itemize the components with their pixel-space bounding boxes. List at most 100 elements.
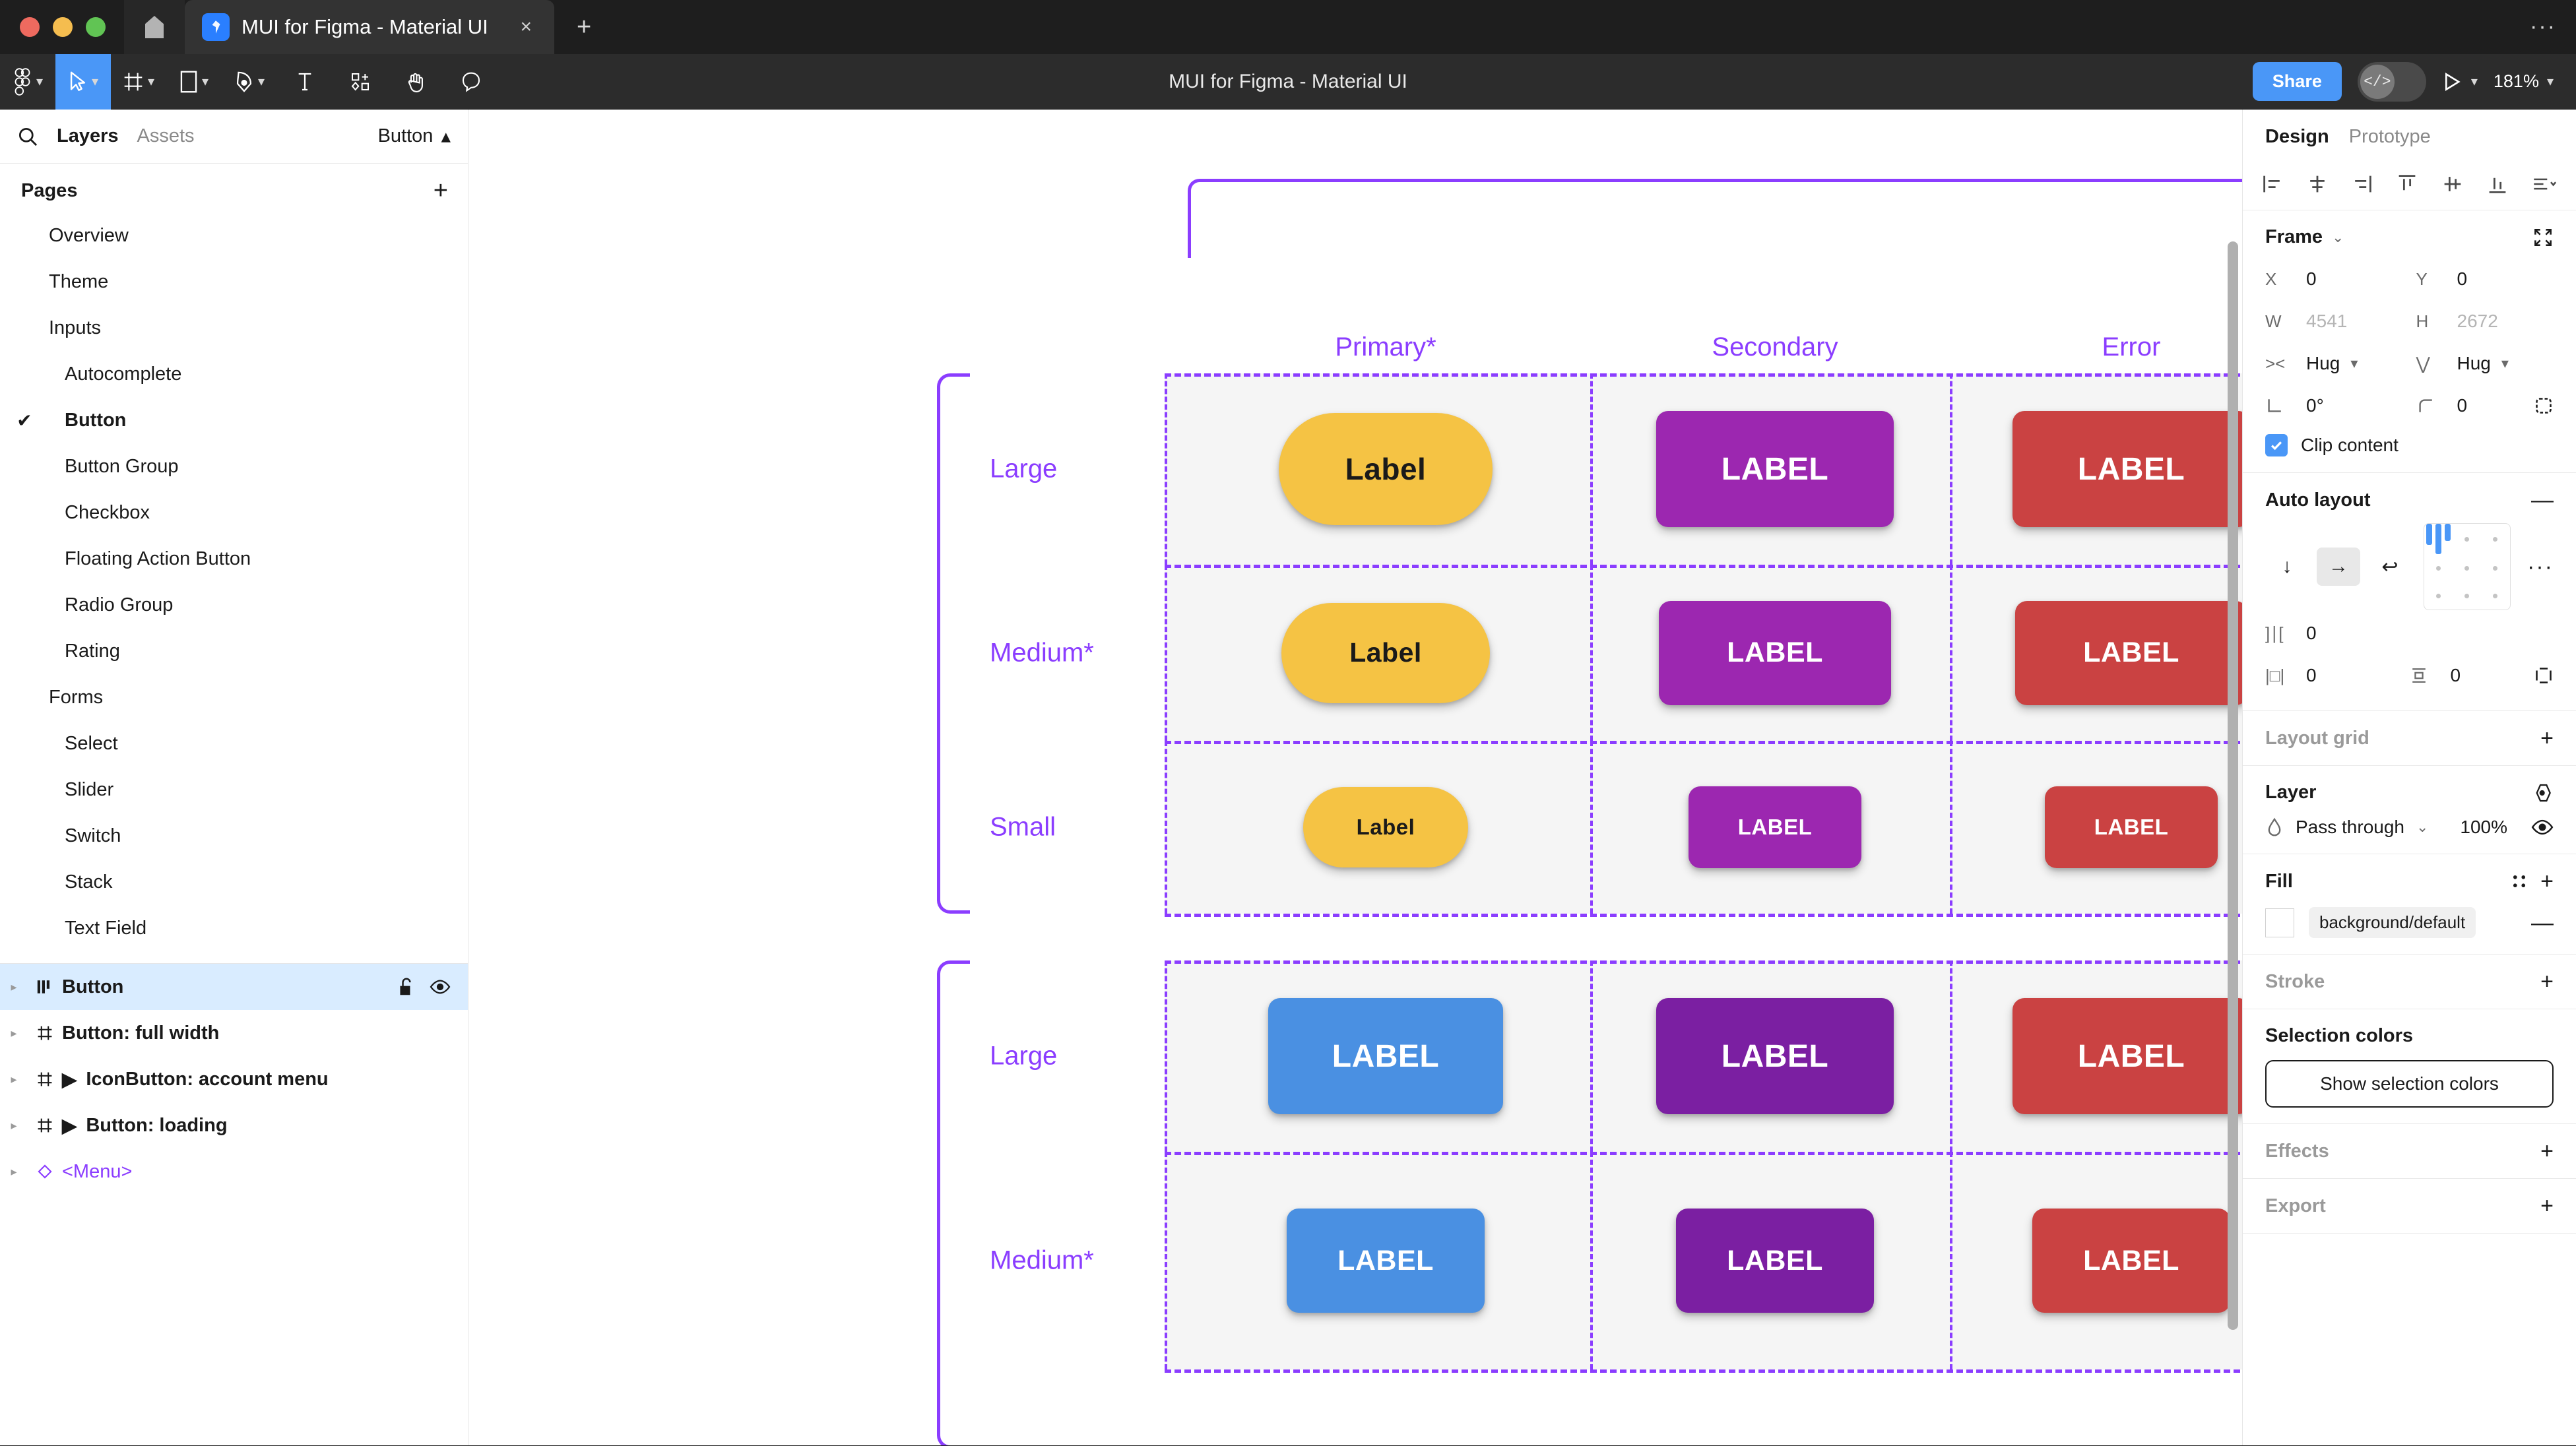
clip-content-checkbox[interactable] (2265, 434, 2288, 456)
page-item-autocomplete[interactable]: Autocomplete (0, 351, 468, 397)
preview-button[interactable]: LABEL (1659, 600, 1891, 705)
align-horizontal-center-icon[interactable] (2306, 173, 2329, 195)
layer-disclosure-icon[interactable]: ▸ (11, 980, 17, 993)
shape-tool-icon[interactable]: ▾ (166, 54, 222, 110)
comment-tool-icon[interactable] (443, 54, 499, 110)
chevron-down-icon[interactable]: ▾ (2350, 355, 2358, 371)
horizontal-resizing-field[interactable]: >< Hug ▾ (2265, 344, 2403, 383)
layer-disclosure-icon[interactable]: ▸ (11, 1118, 17, 1132)
figma-canvas[interactable]: ContainedPrimary*SecondaryErrorWarningLa… (468, 110, 2242, 1445)
alignment-middle-left[interactable] (2435, 565, 2441, 571)
align-left-icon[interactable] (2261, 173, 2284, 195)
page-item-button[interactable]: ✔Button (0, 397, 468, 443)
alignment-middle-right[interactable] (2493, 565, 2498, 571)
show-selection-colors-button[interactable]: Show selection colors (2265, 1060, 2554, 1108)
individual-padding-icon[interactable] (2534, 666, 2554, 685)
align-bottom-icon[interactable] (2486, 173, 2509, 195)
layer-disclosure-icon[interactable]: ▸ (11, 1026, 17, 1040)
y-field[interactable]: Y 0 (2416, 260, 2554, 298)
resize-to-fit-icon[interactable] (2532, 227, 2554, 248)
page-item-slider[interactable]: Slider (0, 767, 468, 813)
add-effect-button[interactable]: + (2540, 1139, 2554, 1164)
canvas-vertical-scrollbar[interactable] (2228, 241, 2238, 1330)
chevron-down-icon[interactable]: ▾ (91, 74, 99, 89)
preview-button[interactable]: Label (1303, 787, 1468, 867)
preview-button[interactable]: LABEL (2015, 600, 2242, 705)
layer-row[interactable]: ▸▶IconButton: account menu (0, 1056, 468, 1102)
preview-button[interactable]: Label (1281, 602, 1490, 703)
distribute-icon[interactable] (2531, 173, 2558, 195)
horizontal-padding-field[interactable]: |□| 0 (2265, 656, 2410, 695)
alignment-bottom-center[interactable] (2464, 593, 2469, 598)
align-top-icon[interactable] (2396, 173, 2418, 195)
unlock-icon[interactable] (398, 977, 415, 997)
dev-mode-toggle[interactable]: </> (2357, 61, 2426, 102)
auto-layout-more-options[interactable]: ··· (2527, 553, 2554, 579)
preview-button[interactable]: LABEL (1268, 998, 1503, 1114)
preview-button[interactable]: LABEL (2012, 998, 2242, 1114)
browser-tab[interactable]: MUI for Figma - Material UI × (185, 0, 554, 54)
chevron-down-icon[interactable]: ⌄ (2416, 819, 2429, 835)
alignment-middle-center[interactable] (2464, 565, 2469, 571)
page-item-overview[interactable]: Overview (0, 212, 468, 259)
close-window-button[interactable] (20, 17, 40, 37)
preview-button[interactable]: LABEL (2012, 411, 2242, 527)
independent-corners-icon[interactable] (2534, 396, 2554, 416)
preview-button[interactable]: LABEL (1676, 1209, 1874, 1313)
page-item-button-group[interactable]: Button Group (0, 443, 468, 489)
height-field[interactable]: H 2672 (2416, 302, 2554, 340)
layer-visibility-icon[interactable] (2531, 819, 2554, 836)
vertical-resizing-field[interactable]: ⋁ Hug ▾ (2416, 344, 2554, 383)
chevron-down-icon[interactable]: ⌄ (2332, 228, 2344, 245)
remove-auto-layout-button[interactable]: — (2531, 487, 2554, 513)
chevron-down-icon[interactable]: ▾ (36, 74, 44, 89)
alignment-top-right[interactable] (2493, 536, 2498, 542)
preview-button[interactable]: LABEL (1656, 998, 1894, 1114)
align-vertical-center-icon[interactable] (2441, 173, 2464, 195)
preview-button[interactable]: LABEL (2045, 786, 2218, 868)
preview-button[interactable]: Label (1279, 413, 1493, 525)
clip-content-row[interactable]: Clip content (2265, 434, 2554, 456)
page-item-forms[interactable]: Forms (0, 674, 468, 720)
home-button[interactable] (124, 0, 185, 54)
alignment-bottom-left[interactable] (2435, 593, 2441, 598)
tab-design[interactable]: Design (2265, 125, 2329, 147)
blend-mode-value[interactable]: Pass through (2296, 817, 2404, 837)
text-tool-icon[interactable] (277, 54, 333, 110)
page-item-stack[interactable]: Stack (0, 859, 468, 905)
layer-row[interactable]: ▸<Menu> (0, 1148, 468, 1195)
alignment-top-left[interactable] (2426, 524, 2451, 554)
add-stroke-button[interactable]: + (2540, 969, 2554, 994)
page-item-floating-action-button[interactable]: Floating Action Button (0, 536, 468, 582)
present-button[interactable]: ▾ (2442, 71, 2478, 92)
layer-settings-icon[interactable] (2532, 783, 2554, 803)
preview-button[interactable]: LABEL (1287, 1209, 1485, 1313)
layer-row[interactable]: ▸Button (0, 964, 468, 1010)
layer-row[interactable]: ▸Button: full width (0, 1010, 468, 1056)
close-tab-icon[interactable]: × (520, 16, 532, 38)
page-item-rating[interactable]: Rating (0, 628, 468, 674)
window-controls[interactable] (0, 17, 124, 54)
layer-disclosure-icon[interactable]: ▸ (11, 1072, 17, 1086)
tab-layers[interactable]: Layers (57, 125, 119, 146)
rotation-field[interactable]: 0° (2265, 387, 2403, 425)
align-right-icon[interactable] (2351, 173, 2373, 195)
page-item-switch[interactable]: Switch (0, 813, 468, 859)
page-item-inputs[interactable]: Inputs (0, 305, 468, 351)
chevron-down-icon[interactable]: ▾ (2546, 74, 2554, 89)
chevron-down-icon[interactable]: ▾ (201, 74, 209, 89)
zoom-control[interactable]: 181% ▾ (2494, 71, 2554, 92)
layer-disclosure-icon[interactable]: ▸ (11, 1164, 17, 1178)
remove-fill-button[interactable]: — (2531, 910, 2554, 935)
page-item-text-field[interactable]: Text Field (0, 905, 468, 951)
search-icon[interactable] (17, 126, 38, 147)
layer-children-arrow-icon[interactable]: ▶ (62, 1115, 77, 1137)
page-item-radio-group[interactable]: Radio Group (0, 582, 468, 628)
layout-direction-horizontal[interactable]: → (2317, 548, 2360, 586)
layout-direction-wrap[interactable]: ↩ (2381, 555, 2399, 578)
page-item-theme[interactable]: Theme (0, 259, 468, 305)
browser-menu-icon[interactable]: ··· (2530, 14, 2556, 39)
new-tab-button[interactable]: + (577, 13, 592, 41)
vertical-padding-field[interactable]: 0 (2410, 656, 2554, 695)
alignment-grid[interactable] (2423, 523, 2511, 610)
